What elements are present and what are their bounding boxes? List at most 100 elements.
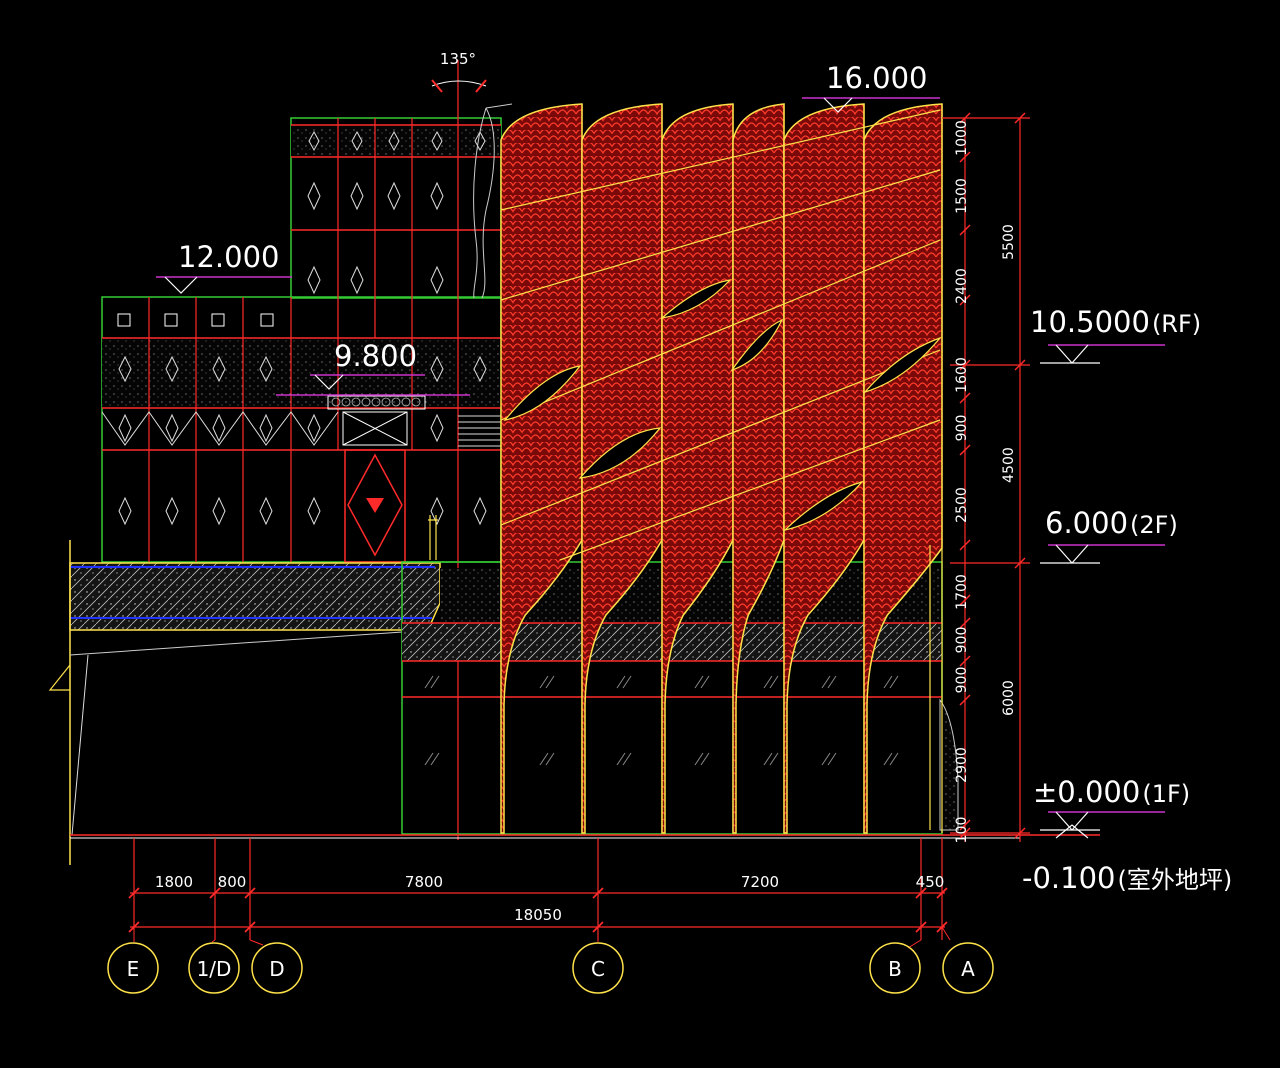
canopy-9800: [327, 395, 426, 410]
door-arrow-icon: [366, 498, 384, 513]
dim-450: 450: [916, 873, 945, 891]
horizontal-dim-lines: [130, 838, 945, 940]
vdim-4500: 4500: [1001, 447, 1017, 483]
vdim-100: 100: [954, 817, 970, 844]
dim-1800: 1800: [155, 873, 193, 891]
vertical-dim-tick: [959, 819, 971, 831]
door-diamond: [347, 453, 403, 557]
podium-slope: [71, 654, 89, 836]
vertical-dim-lines: [942, 117, 1030, 842]
vertical-dim-tick: [959, 151, 971, 163]
elevation-6000-note: (2F): [1130, 511, 1178, 539]
left-building-block: [101, 60, 513, 840]
axis-label-D: D: [269, 957, 284, 981]
elevation-minus0100: -0.100(室外地坪): [1022, 861, 1232, 895]
level-symbols: [156, 97, 1165, 813]
podium-slab: [69, 562, 441, 631]
vertical-dim-tick-outer: [1014, 359, 1026, 371]
vertical-dim-tick: [959, 827, 971, 839]
vertical-dim-ticks: [959, 112, 1026, 839]
vertical-dim-tick-outer: [1014, 827, 1026, 839]
dim-800: 800: [218, 873, 247, 891]
dim-7200: 7200: [741, 873, 779, 891]
curved-facade-fins: [500, 103, 943, 834]
mullions: [148, 60, 459, 840]
planter-texture: [939, 698, 959, 831]
entrance-door: [344, 449, 406, 563]
vdim-900b: 900: [954, 627, 970, 654]
vdim-6000: 6000: [1001, 680, 1017, 716]
axis-label-1D: 1/D: [197, 957, 232, 981]
facade-fin-4: [732, 103, 785, 834]
railing: [428, 515, 438, 560]
facade-fin-5: [783, 103, 865, 834]
rotation-ticks: [431, 79, 487, 93]
canopy-pattern: [331, 397, 421, 407]
level-triangles: [164, 97, 1100, 839]
axis-bubble-A: [942, 942, 994, 994]
vdim-2400: 2400: [954, 268, 970, 304]
vertical-dim-tick: [959, 694, 971, 706]
diamond-ornaments: [118, 130, 487, 526]
vertical-dim-tick: [959, 594, 971, 606]
vertical-dim-tick: [959, 224, 971, 236]
axis-bubbles: [107, 942, 994, 994]
axis-bubble-E: [107, 942, 159, 994]
axis-bubble-B: [869, 942, 921, 994]
horizontal-dim-ticks: [128, 887, 948, 933]
zigzag-frieze: [101, 411, 339, 446]
lower-block-outline: [101, 296, 502, 563]
vertical-dim-tick-outer: [1014, 112, 1026, 124]
elevation-0000-note: (1F): [1142, 780, 1190, 808]
elevation-9800: 9.800: [334, 339, 417, 373]
rotation-arc: [431, 80, 487, 87]
axis-label-B: B: [888, 957, 902, 981]
elevation-6000-value: 6.000: [1045, 506, 1128, 540]
vdim-1700: 1700: [954, 574, 970, 610]
break-line: [48, 664, 71, 691]
vertical-dim-tick-outer: [1014, 557, 1026, 569]
elevation-minus0100-note: (室外地坪): [1118, 866, 1233, 894]
dim-18050: 18050: [514, 906, 562, 924]
axis-bubble-1D: [188, 942, 240, 994]
vertical-dim-tick: [959, 539, 971, 551]
elevation-12000: 12.000: [178, 240, 279, 274]
ground-line: [70, 545, 1100, 839]
vdim-900a: 900: [954, 415, 970, 442]
upper-band-infill: [291, 125, 501, 157]
floor-lines: [102, 124, 501, 451]
entrance-sign-cross: [342, 411, 408, 446]
vdim-900c: 900: [954, 667, 970, 694]
elevation-10500-note: (RF): [1152, 310, 1201, 338]
stair-lines: [458, 415, 501, 447]
elevation-6000: 6.000(2F): [1045, 506, 1178, 540]
angle-note: 135°: [440, 50, 476, 68]
leaf-openings: [503, 279, 942, 532]
axis-bubble-C: [572, 942, 624, 994]
axis-leaders: [133, 926, 951, 949]
axis-bubble-D: [251, 942, 303, 994]
podium: [48, 540, 441, 865]
vertical-dim-tick: [959, 294, 971, 306]
elevation-16000: 16.000: [826, 61, 927, 95]
facade-fin-1: [500, 103, 583, 834]
vent-squares: [117, 313, 274, 327]
diagonal-slats: [500, 109, 941, 561]
vdim-1600: 1600: [954, 357, 970, 393]
slab-blue-lines: [70, 566, 435, 619]
axis-label-A: A: [961, 957, 975, 981]
dim-7800: 7800: [405, 873, 443, 891]
vdim-5500: 5500: [1001, 224, 1017, 260]
vdim-2900: 2900: [954, 747, 970, 783]
facade-fin-3: [661, 103, 734, 834]
elevation-0000-value: ±0.000: [1033, 775, 1140, 809]
facade-fin-2: [581, 103, 663, 834]
axis-label-E: E: [127, 957, 140, 981]
axis-label-C: C: [591, 957, 605, 981]
vertical-dim-tick: [959, 655, 971, 667]
facade-fin-6: [863, 103, 943, 834]
glass-marks: [424, 675, 899, 766]
vdim-1500: 1500: [954, 178, 970, 214]
